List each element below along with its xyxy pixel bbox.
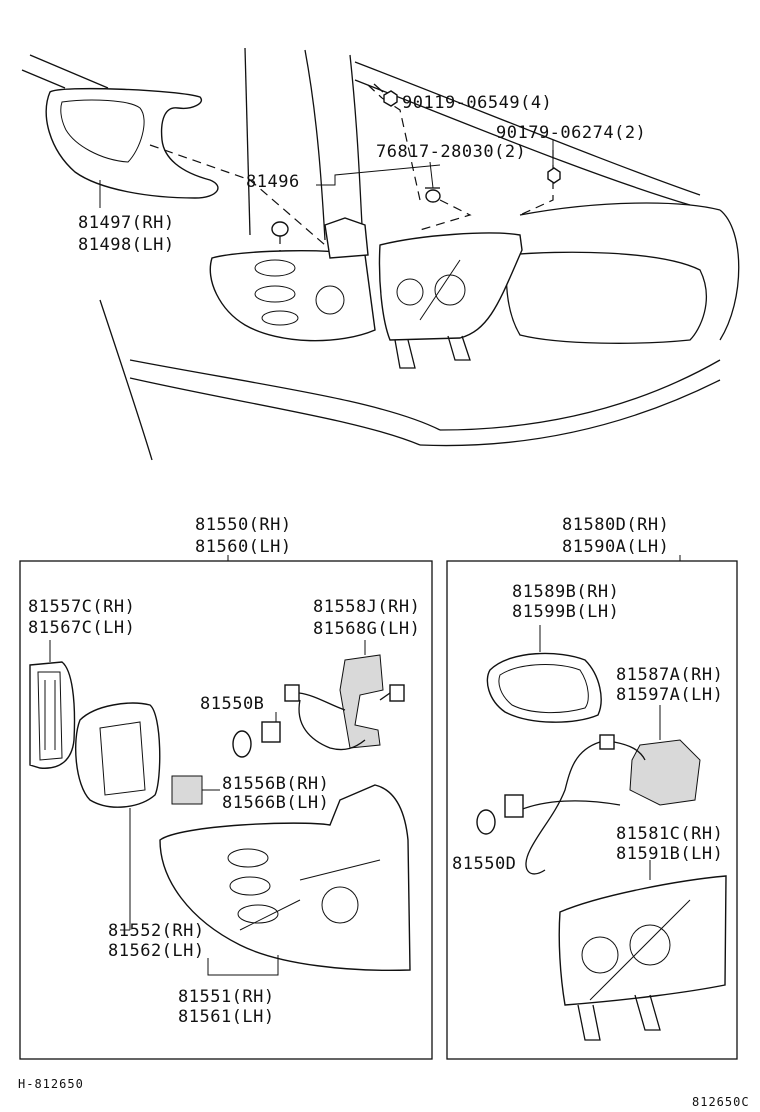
bulb-81550d bbox=[476, 794, 524, 835]
top-labels: 90119-06549(4) 90179-06274(2) 76817-2803… bbox=[78, 93, 646, 255]
label-81561: 81561(LH) bbox=[178, 1007, 275, 1027]
right-box-labels: 81589B(RH) 81599B(LH) 81587A(RH) 81597A(… bbox=[452, 582, 723, 874]
label-81581c: 81581C(RH) bbox=[616, 824, 723, 844]
label-81496: 81496 bbox=[246, 172, 300, 192]
label-90179: 90179-06274(2) bbox=[496, 123, 646, 143]
label-81550d: 81550D bbox=[452, 854, 516, 874]
label-81599b: 81599B(LH) bbox=[512, 602, 619, 622]
left-box-labels: 81557C(RH) 81567C(LH) 81558J(RH) 81568G(… bbox=[28, 597, 420, 1027]
label-81580d: 81580D(RH) bbox=[562, 515, 669, 535]
label-81590a: 81590A(LH) bbox=[562, 537, 669, 557]
label-81560: 81560(LH) bbox=[195, 537, 292, 557]
label-81568g: 81568G(LH) bbox=[313, 619, 420, 639]
wire-harness-81558j bbox=[284, 640, 405, 751]
label-81589b: 81589B(RH) bbox=[512, 582, 619, 602]
label-81550: 81550(RH) bbox=[195, 515, 292, 535]
label-81562: 81562(LH) bbox=[108, 941, 205, 961]
label-81587a: 81587A(RH) bbox=[616, 665, 723, 685]
label-81551: 81551(RH) bbox=[178, 987, 275, 1007]
vehicle-body-illustration bbox=[21, 47, 740, 461]
top-leader-lines bbox=[99, 140, 554, 208]
garnish-81497 bbox=[45, 87, 219, 199]
label-81552: 81552(RH) bbox=[108, 921, 205, 941]
assembly-box-81580d: 81580D(RH) 81590A(LH) bbox=[446, 515, 738, 1060]
label-81567c: 81567C(LH) bbox=[28, 618, 135, 638]
nut-90179 bbox=[547, 167, 561, 184]
wire-harness-81587a bbox=[519, 705, 701, 875]
label-81597a: 81597A(LH) bbox=[616, 685, 723, 705]
label-81558j: 81558J(RH) bbox=[313, 597, 420, 617]
socket-81556b bbox=[171, 775, 220, 805]
rear-combination-lamp-top bbox=[209, 217, 523, 369]
label-81498: 81498(LH) bbox=[78, 235, 175, 255]
clip-81496 bbox=[271, 221, 289, 237]
bolt-90119 bbox=[373, 83, 398, 107]
label-90119: 90119-06549(4) bbox=[402, 93, 552, 113]
clip-76817 bbox=[425, 187, 441, 203]
label-81591b: 81591B(LH) bbox=[616, 844, 723, 864]
gasket-81589b bbox=[486, 625, 602, 723]
label-81566b: 81566B(LH) bbox=[222, 793, 329, 813]
label-81556b: 81556B(RH) bbox=[222, 774, 329, 794]
gasket-81552 bbox=[75, 702, 161, 931]
lens-81581c bbox=[558, 860, 727, 1041]
label-76817: 76817-28030(2) bbox=[376, 142, 526, 162]
assembly-box-81550: 81550(RH) 81560(LH) bbox=[19, 515, 433, 1060]
label-81550b: 81550B bbox=[200, 694, 264, 714]
label-81557c: 81557C(RH) bbox=[28, 597, 135, 617]
reflector-81557c bbox=[29, 640, 76, 769]
bulb-81550b bbox=[232, 712, 281, 758]
drawing-code-left: H-812650 bbox=[18, 1077, 84, 1091]
drawing-code-right: 812650C bbox=[692, 1095, 750, 1109]
lens-81551 bbox=[159, 784, 411, 976]
label-81497: 81497(RH) bbox=[78, 213, 175, 233]
